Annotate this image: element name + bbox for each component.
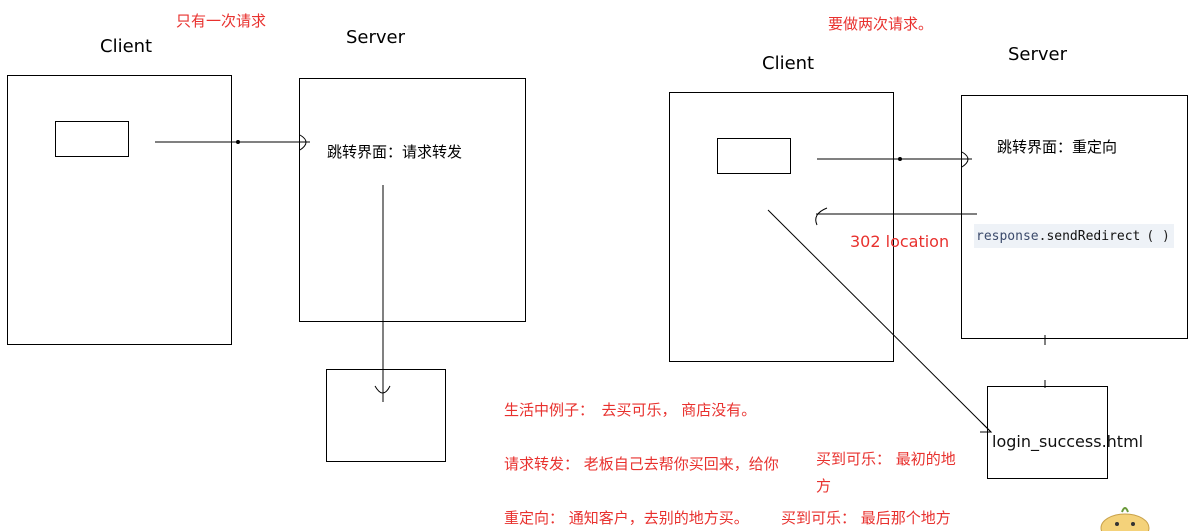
second-request-arrow: [767, 209, 992, 433]
single-request-note: 只有一次请求: [176, 12, 267, 30]
left-server-label: 跳转界面：请求转发: [327, 143, 463, 161]
example-redirect-line: 重定向： 通知客户，去别的地方买。: [504, 509, 749, 527]
forward-target-box: [326, 369, 446, 462]
right-server-title: Server: [1008, 44, 1068, 65]
two-requests-note: 要做两次请求。: [828, 15, 934, 33]
code-method: sendRedirect: [1046, 229, 1141, 244]
example-forward-line: 请求转发： 老板自己去帮你买回来，给你: [504, 455, 779, 473]
left-client-title: Client: [100, 36, 153, 57]
left-server-box: [299, 78, 526, 322]
redirect-response-arrowhead: [815, 207, 828, 226]
second-request-arrowhead: [980, 422, 993, 433]
left-client-box: [7, 75, 232, 345]
right-client-inner-button: [717, 138, 791, 174]
example-forward-result: 买到可乐： 最初的地: [816, 450, 956, 468]
right-server-box: [961, 95, 1188, 339]
left-server-title: Server: [346, 27, 406, 48]
code-dot: .: [1038, 229, 1047, 244]
right-client-box: [669, 92, 894, 362]
code-args: ( ): [1146, 229, 1170, 244]
left-request-arrowhead: [299, 134, 307, 151]
code-object: response: [976, 229, 1039, 244]
right-request-dot: [898, 157, 902, 161]
send-redirect-code: response.sendRedirect ( ): [974, 224, 1174, 248]
example-forward-result-cont: 方: [816, 477, 832, 495]
left-forward-arrowhead: [374, 385, 391, 394]
example-redirect-result: 买到可乐： 最后那个地方: [781, 509, 951, 527]
login-success-file: login_success.html: [992, 432, 1144, 451]
example-line-1: 生活中例子： 去买可乐， 商店没有。: [504, 401, 757, 419]
right-client-title: Client: [762, 53, 815, 74]
right-request-arrowhead: [961, 151, 969, 168]
corner-mascot-icon: [1100, 507, 1150, 531]
left-client-inner-button: [55, 121, 129, 157]
right-server-label: 跳转界面：重定向: [997, 138, 1118, 156]
left-request-dot: [236, 140, 240, 144]
redirect-302-label: 302 location: [850, 232, 950, 251]
